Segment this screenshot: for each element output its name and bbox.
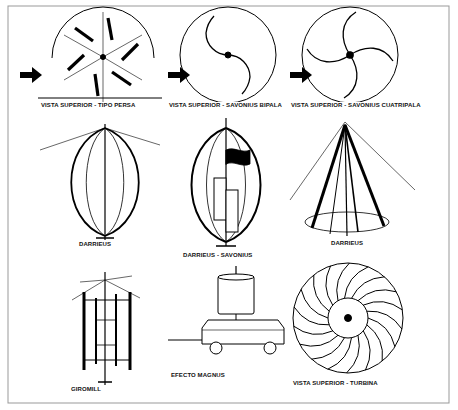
turbine-blade [347,335,360,373]
frame [8,6,449,403]
darrieus-a-frame-turbine [290,122,415,236]
wind-arrow [20,67,42,83]
turbine-blade [301,289,328,318]
turbine-blade [367,311,402,329]
figure-caption: DARRIEUS [78,241,112,248]
giromill-turbine [72,272,140,385]
turbine-blade [337,263,350,301]
turbine-blade [312,338,345,360]
turbine-blade [363,302,402,310]
figure-caption: GIROMILL [70,386,102,393]
magnus-rotor [168,266,284,354]
figure-caption: VISTA SUPERIOR - TIPO PERSA [40,102,136,109]
wind-arrow [168,67,190,83]
figure-caption: VISTA SUPERIOR - SAVONIUS CUATRIPALA [290,102,422,109]
wind-arrow [290,67,312,83]
figure-caption: EFECTO MAGNUS [170,372,226,379]
turbine-blade [294,307,329,325]
figure-caption: VISTA SUPERIOR - TURBINA [292,380,379,387]
savonius-two-blade [180,7,276,103]
turbine-blade [368,318,395,347]
turbine-blade [294,326,333,334]
figure-caption: DARRIEUS - SAVONIUS [182,252,253,259]
darrieus-savonius-turbine [192,118,261,246]
darrieus-turbine [40,124,160,240]
turbine-blade [358,290,396,301]
turbine-blade [363,331,370,370]
turbine-blade [352,277,385,299]
persian-turbine [38,7,162,102]
savonius-four-blade [302,7,398,103]
turbine-blade [300,335,338,346]
turbine-blade [326,266,333,305]
turbine-rotor [293,263,403,373]
figure-caption: DARRIEUS [330,240,364,247]
figure-caption: VISTA SUPERIOR - SAVONIUS BIPALA [168,102,283,109]
